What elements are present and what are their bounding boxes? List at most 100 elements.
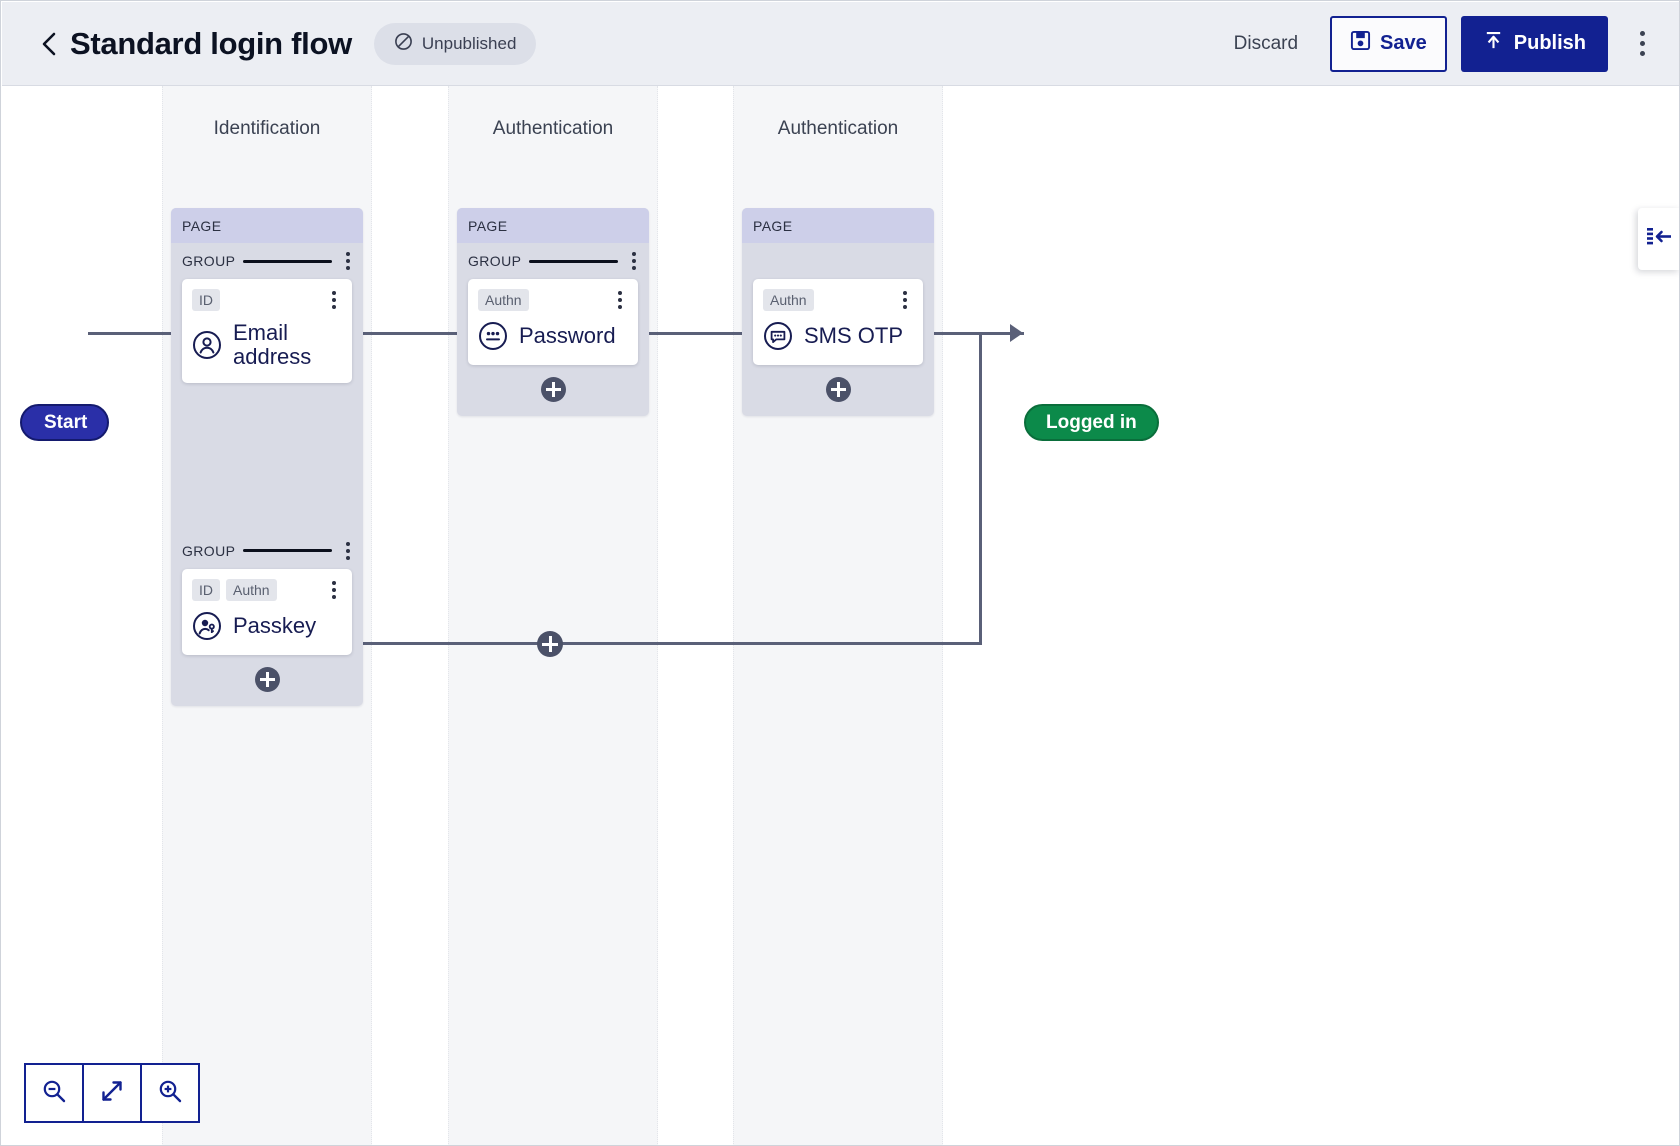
kebab-dot xyxy=(346,548,350,553)
node-card-password[interactable]: Authn xyxy=(468,279,638,365)
column-title: Authentication xyxy=(492,118,614,139)
group-header: GROUP xyxy=(171,533,363,569)
kebab-dot xyxy=(346,252,350,256)
page-banner: PAGE xyxy=(457,208,649,243)
page-box: PAGE GROUP ID xyxy=(171,208,363,706)
kebab-dot xyxy=(332,305,336,309)
node-label: SMS OTP xyxy=(804,323,904,349)
badge-row: Authn xyxy=(763,289,913,313)
node-main: Email address xyxy=(192,321,342,369)
kebab-dot xyxy=(332,580,336,585)
group-label: GROUP xyxy=(182,253,236,269)
kebab-menu-icon[interactable] xyxy=(1622,20,1662,68)
expand-panel-button[interactable] xyxy=(1638,208,1679,270)
add-group-row xyxy=(742,365,934,416)
group-spacer xyxy=(742,243,934,279)
group-header: GROUP xyxy=(457,243,649,279)
edge-arrowhead xyxy=(1010,324,1023,342)
tag-authn: Authn xyxy=(478,289,529,311)
app-header: Standard login flow Unpublished Discard … xyxy=(2,2,1679,86)
node-card-email-address[interactable]: ID xyxy=(182,279,352,383)
node-menu-icon[interactable] xyxy=(612,289,628,309)
kebab-dot xyxy=(346,555,350,560)
node-main: SMS OTP xyxy=(763,321,913,351)
flow-canvas[interactable]: Identification PAGE GROUP ID xyxy=(2,86,1679,1145)
node-menu-icon[interactable] xyxy=(326,289,342,309)
zoom-in-button[interactable] xyxy=(140,1063,200,1123)
kebab-dot xyxy=(618,305,622,309)
kebab-dot xyxy=(903,291,907,295)
add-group-row xyxy=(457,365,649,416)
publish-button[interactable]: Publish xyxy=(1460,15,1608,72)
zoom-out-button[interactable] xyxy=(24,1063,84,1123)
node-main: Passkey xyxy=(192,611,342,641)
floppy-disk-icon xyxy=(1350,30,1371,57)
kebab-dot xyxy=(632,266,636,270)
start-node[interactable]: Start xyxy=(20,404,110,441)
fit-to-screen-icon xyxy=(98,1077,126,1110)
prohibited-icon xyxy=(394,32,413,56)
node-label: Email address xyxy=(233,320,312,369)
edge-bypass-riser xyxy=(979,332,982,645)
group-spacer xyxy=(171,383,363,533)
chevron-left-icon xyxy=(41,31,57,57)
kebab-dot xyxy=(332,594,336,599)
column-title: Identification xyxy=(213,118,321,139)
kebab-dot xyxy=(618,291,622,295)
password-dots-circle-icon xyxy=(478,321,508,351)
group-divider-line xyxy=(529,259,618,263)
status-badge-label: Unpublished xyxy=(421,33,517,53)
discard-button[interactable]: Discard xyxy=(1233,32,1299,54)
node-main: Password xyxy=(478,321,628,351)
add-group-button[interactable] xyxy=(540,377,566,402)
badge-row: Authn xyxy=(478,289,628,313)
publish-button-label: Publish xyxy=(1513,32,1586,54)
logged-in-node-label: Logged in xyxy=(1046,411,1137,433)
tag-authn: Authn xyxy=(763,289,814,311)
edge-email-to-password xyxy=(362,332,467,335)
add-step-on-bypass-edge-button[interactable] xyxy=(537,631,563,657)
kebab-dot xyxy=(332,291,336,295)
zoom-in-icon xyxy=(156,1077,184,1110)
node-label: Passkey xyxy=(233,612,317,638)
kebab-dot xyxy=(903,298,907,302)
kebab-dot xyxy=(1639,41,1645,46)
start-node-label: Start xyxy=(44,411,88,433)
edge-smsotp-to-loggedin xyxy=(932,332,1024,335)
kebab-dot xyxy=(632,259,636,263)
node-menu-icon[interactable] xyxy=(326,579,342,599)
group-menu-icon[interactable] xyxy=(340,252,356,270)
tag-id: ID xyxy=(192,289,220,311)
group-menu-icon[interactable] xyxy=(626,252,642,270)
page-box: PAGE GROUP Authn xyxy=(457,208,649,416)
edge-password-to-smsotp xyxy=(647,332,752,335)
fit-to-screen-button[interactable] xyxy=(82,1063,142,1123)
user-key-circle-icon xyxy=(192,611,222,641)
message-bubble-circle-icon xyxy=(763,321,793,351)
edge-passkey-bypass xyxy=(362,642,982,645)
kebab-dot xyxy=(903,305,907,309)
status-badge: Unpublished xyxy=(373,22,537,65)
add-group-button[interactable] xyxy=(254,666,280,692)
save-button[interactable]: Save xyxy=(1330,15,1447,72)
node-card-passkey[interactable]: ID Authn xyxy=(182,568,352,655)
add-group-button[interactable] xyxy=(825,377,851,402)
tag-authn: Authn xyxy=(226,578,277,601)
page-banner: PAGE xyxy=(742,208,934,243)
node-menu-icon[interactable] xyxy=(897,289,913,309)
group-header: GROUP xyxy=(171,243,363,279)
badge-row: ID xyxy=(192,289,342,313)
group-menu-icon[interactable] xyxy=(340,541,356,560)
node-card-sms-otp[interactable]: Authn xyxy=(753,279,923,365)
kebab-dot xyxy=(346,541,350,546)
expand-panel-left-icon xyxy=(1646,226,1672,253)
kebab-dot xyxy=(618,298,622,302)
kebab-dot xyxy=(1639,31,1645,36)
node-label: Password xyxy=(519,323,616,349)
back-button[interactable] xyxy=(32,24,66,64)
zoom-controls xyxy=(24,1063,200,1123)
save-button-label: Save xyxy=(1380,32,1427,54)
logged-in-node[interactable]: Logged in xyxy=(1024,404,1159,441)
kebab-dot xyxy=(332,587,336,592)
